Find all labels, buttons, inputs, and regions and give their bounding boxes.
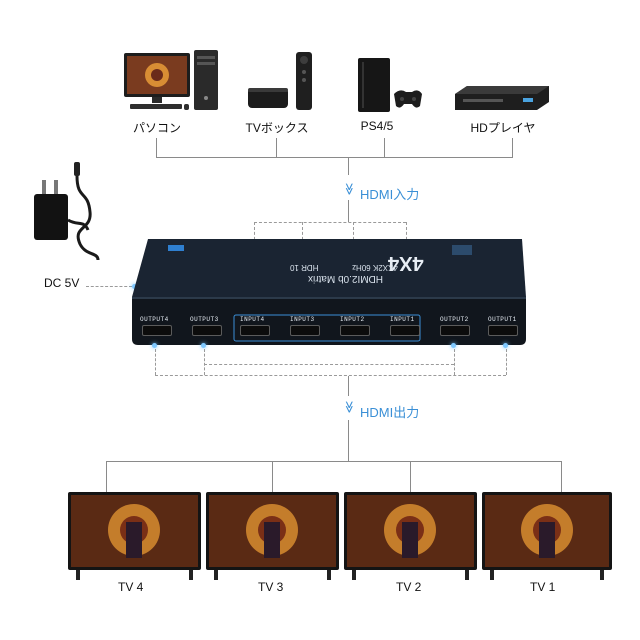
port-label-input4: INPUT4 (240, 316, 265, 323)
port-label-output4: OUTPUT4 (140, 316, 169, 323)
tv-label: TV 4 (118, 580, 144, 594)
power-indicator (132, 284, 137, 289)
port-label-input3: INPUT3 (290, 316, 315, 323)
source-connector-bar (156, 157, 512, 158)
hdmi-port-output4[interactable] (142, 325, 172, 336)
bluray-player-icon (453, 84, 551, 112)
source-label-ps: PS4/5 (360, 119, 394, 133)
power-label: DC 5V (44, 276, 80, 290)
tv-label: TV 2 (396, 580, 422, 594)
output-led (451, 343, 456, 348)
port-label-output1: OUTPUT1 (488, 316, 517, 323)
port-label-input1: INPUT1 (390, 316, 415, 323)
chevron-down-icon: ≫ (342, 182, 357, 196)
output-led (201, 343, 206, 348)
hdmi-port-input1[interactable] (390, 325, 420, 336)
hdmi-port-output2[interactable] (440, 325, 470, 336)
tv-2 (344, 492, 477, 582)
hdmi-in-label: HDMI入力 (360, 187, 420, 202)
hdmi-matrix-switch: 4X4 HDMI2.0b Matrix 4KX2K 60Hz HDR 10 OU… (130, 237, 528, 349)
tv-label: TV 1 (530, 580, 556, 594)
hdmi-port-input3[interactable] (290, 325, 320, 336)
tv-4 (68, 492, 201, 582)
hdmi-port-output1[interactable] (488, 325, 518, 336)
source-label-tvbox: TVボックス (245, 121, 309, 135)
hdmi-port-input4[interactable] (240, 325, 270, 336)
hdmi-port-input2[interactable] (340, 325, 370, 336)
matrix-spec: 4KX2K 60Hz (352, 263, 398, 272)
port-label-output3: OUTPUT3 (190, 316, 219, 323)
computer-icon (122, 48, 222, 114)
chevron-down-icon: ≫ (342, 400, 357, 414)
matrix-subtitle: HDMI2.0b Matrix (308, 273, 384, 284)
source-label-pc: パソコン (132, 121, 181, 135)
port-label-input2: INPUT2 (340, 316, 365, 323)
game-console-icon (356, 56, 422, 114)
tv-1 (482, 492, 615, 582)
hdmi-out-label: HDMI出力 (360, 405, 420, 420)
hdmi-port-output3[interactable] (192, 325, 222, 336)
tv-3 (206, 492, 339, 582)
output-led (503, 343, 508, 348)
port-label-output2: OUTPUT2 (440, 316, 469, 323)
tv-label: TV 3 (258, 580, 284, 594)
tv-box-icon (246, 50, 320, 112)
source-label-player: HDプレイヤ (470, 121, 536, 135)
output-led (152, 343, 157, 348)
power-adapter-icon (28, 160, 104, 264)
matrix-hdr: HDR 10 (290, 263, 319, 272)
tv-connector-bar (106, 461, 562, 462)
